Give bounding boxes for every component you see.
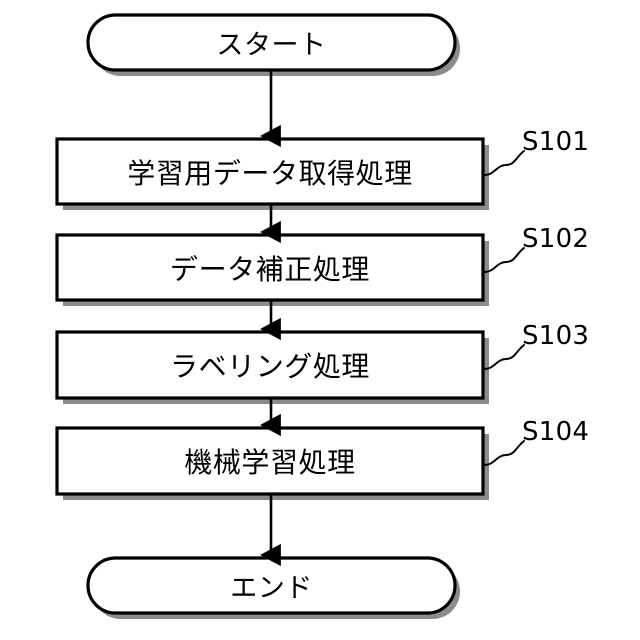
shadow-layer	[63, 21, 489, 619]
step-label-s101: S101	[522, 127, 590, 157]
end-terminal-shape	[86, 556, 457, 615]
node-shape-layer	[55, 13, 485, 615]
process-box-shape-s104	[55, 426, 485, 496]
leader-line-s102	[484, 247, 525, 273]
leader-line-s101	[484, 150, 525, 176]
leader-line-layer	[484, 150, 525, 466]
leader-line-s104	[484, 440, 525, 466]
process-box-shape-s102	[55, 233, 485, 302]
leader-line-s103	[484, 344, 525, 370]
step-label-s103: S103	[522, 321, 590, 351]
step-label-s102: S102	[522, 224, 590, 254]
process-box-shape-s103	[55, 330, 485, 400]
step-label-s104: S104	[522, 417, 590, 447]
process-box-shape-s101	[55, 137, 485, 206]
start-terminal-shape	[86, 13, 457, 72]
